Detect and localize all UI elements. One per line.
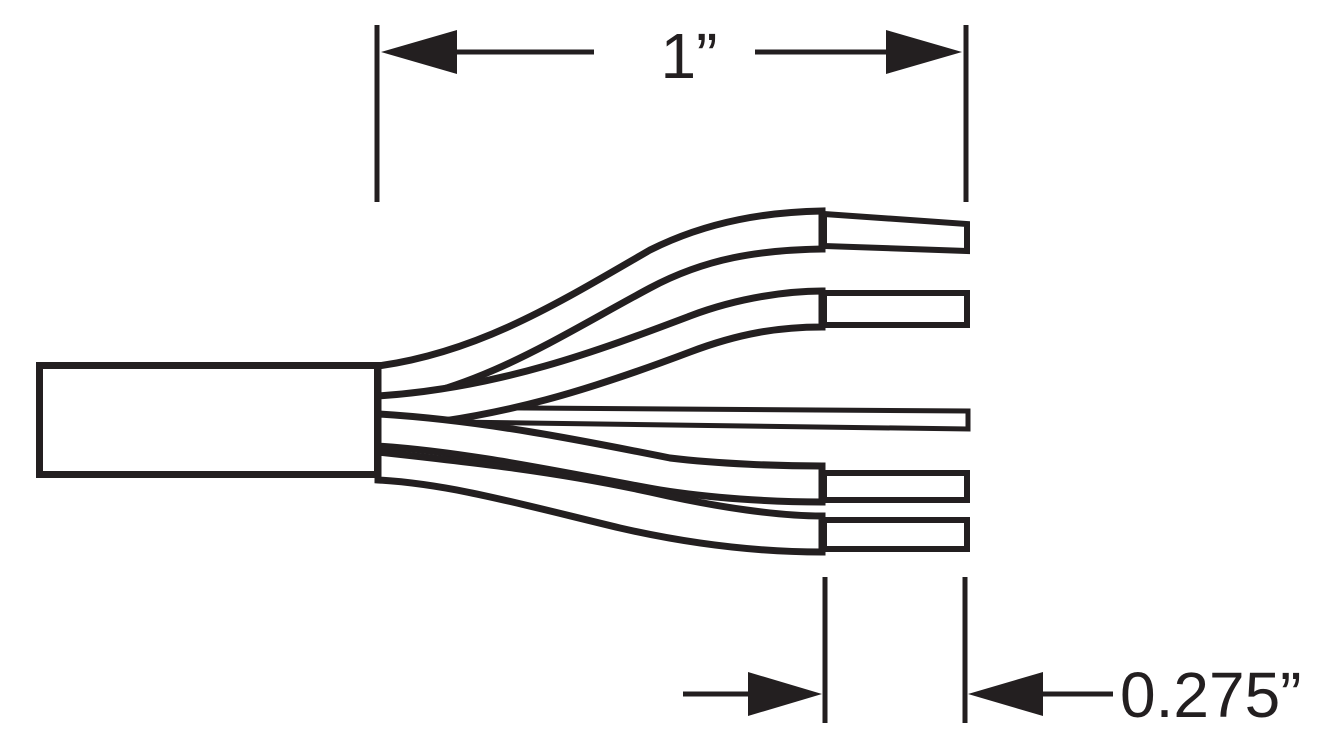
conductor-1-insulation xyxy=(374,207,826,409)
conductor-5-bare-end xyxy=(821,517,970,552)
conductor-strip-length-label: 0.275” xyxy=(1120,659,1301,731)
arrowhead-right-icon xyxy=(968,672,1043,716)
dimension-conductor-strip-length: 0.275” xyxy=(683,577,1301,731)
arrowhead-right-icon xyxy=(886,30,962,74)
conductor-1-bare-end xyxy=(821,210,970,255)
strip-length-label: 1” xyxy=(661,20,718,92)
conductor-2-bare-end xyxy=(821,290,970,328)
conductor-4-bare-end xyxy=(821,470,970,503)
arrowhead-left-icon xyxy=(381,30,457,74)
arrowhead-left-icon xyxy=(748,672,822,716)
dimension-strip-length: 1” xyxy=(374,20,969,202)
cable-jacket xyxy=(36,362,381,478)
